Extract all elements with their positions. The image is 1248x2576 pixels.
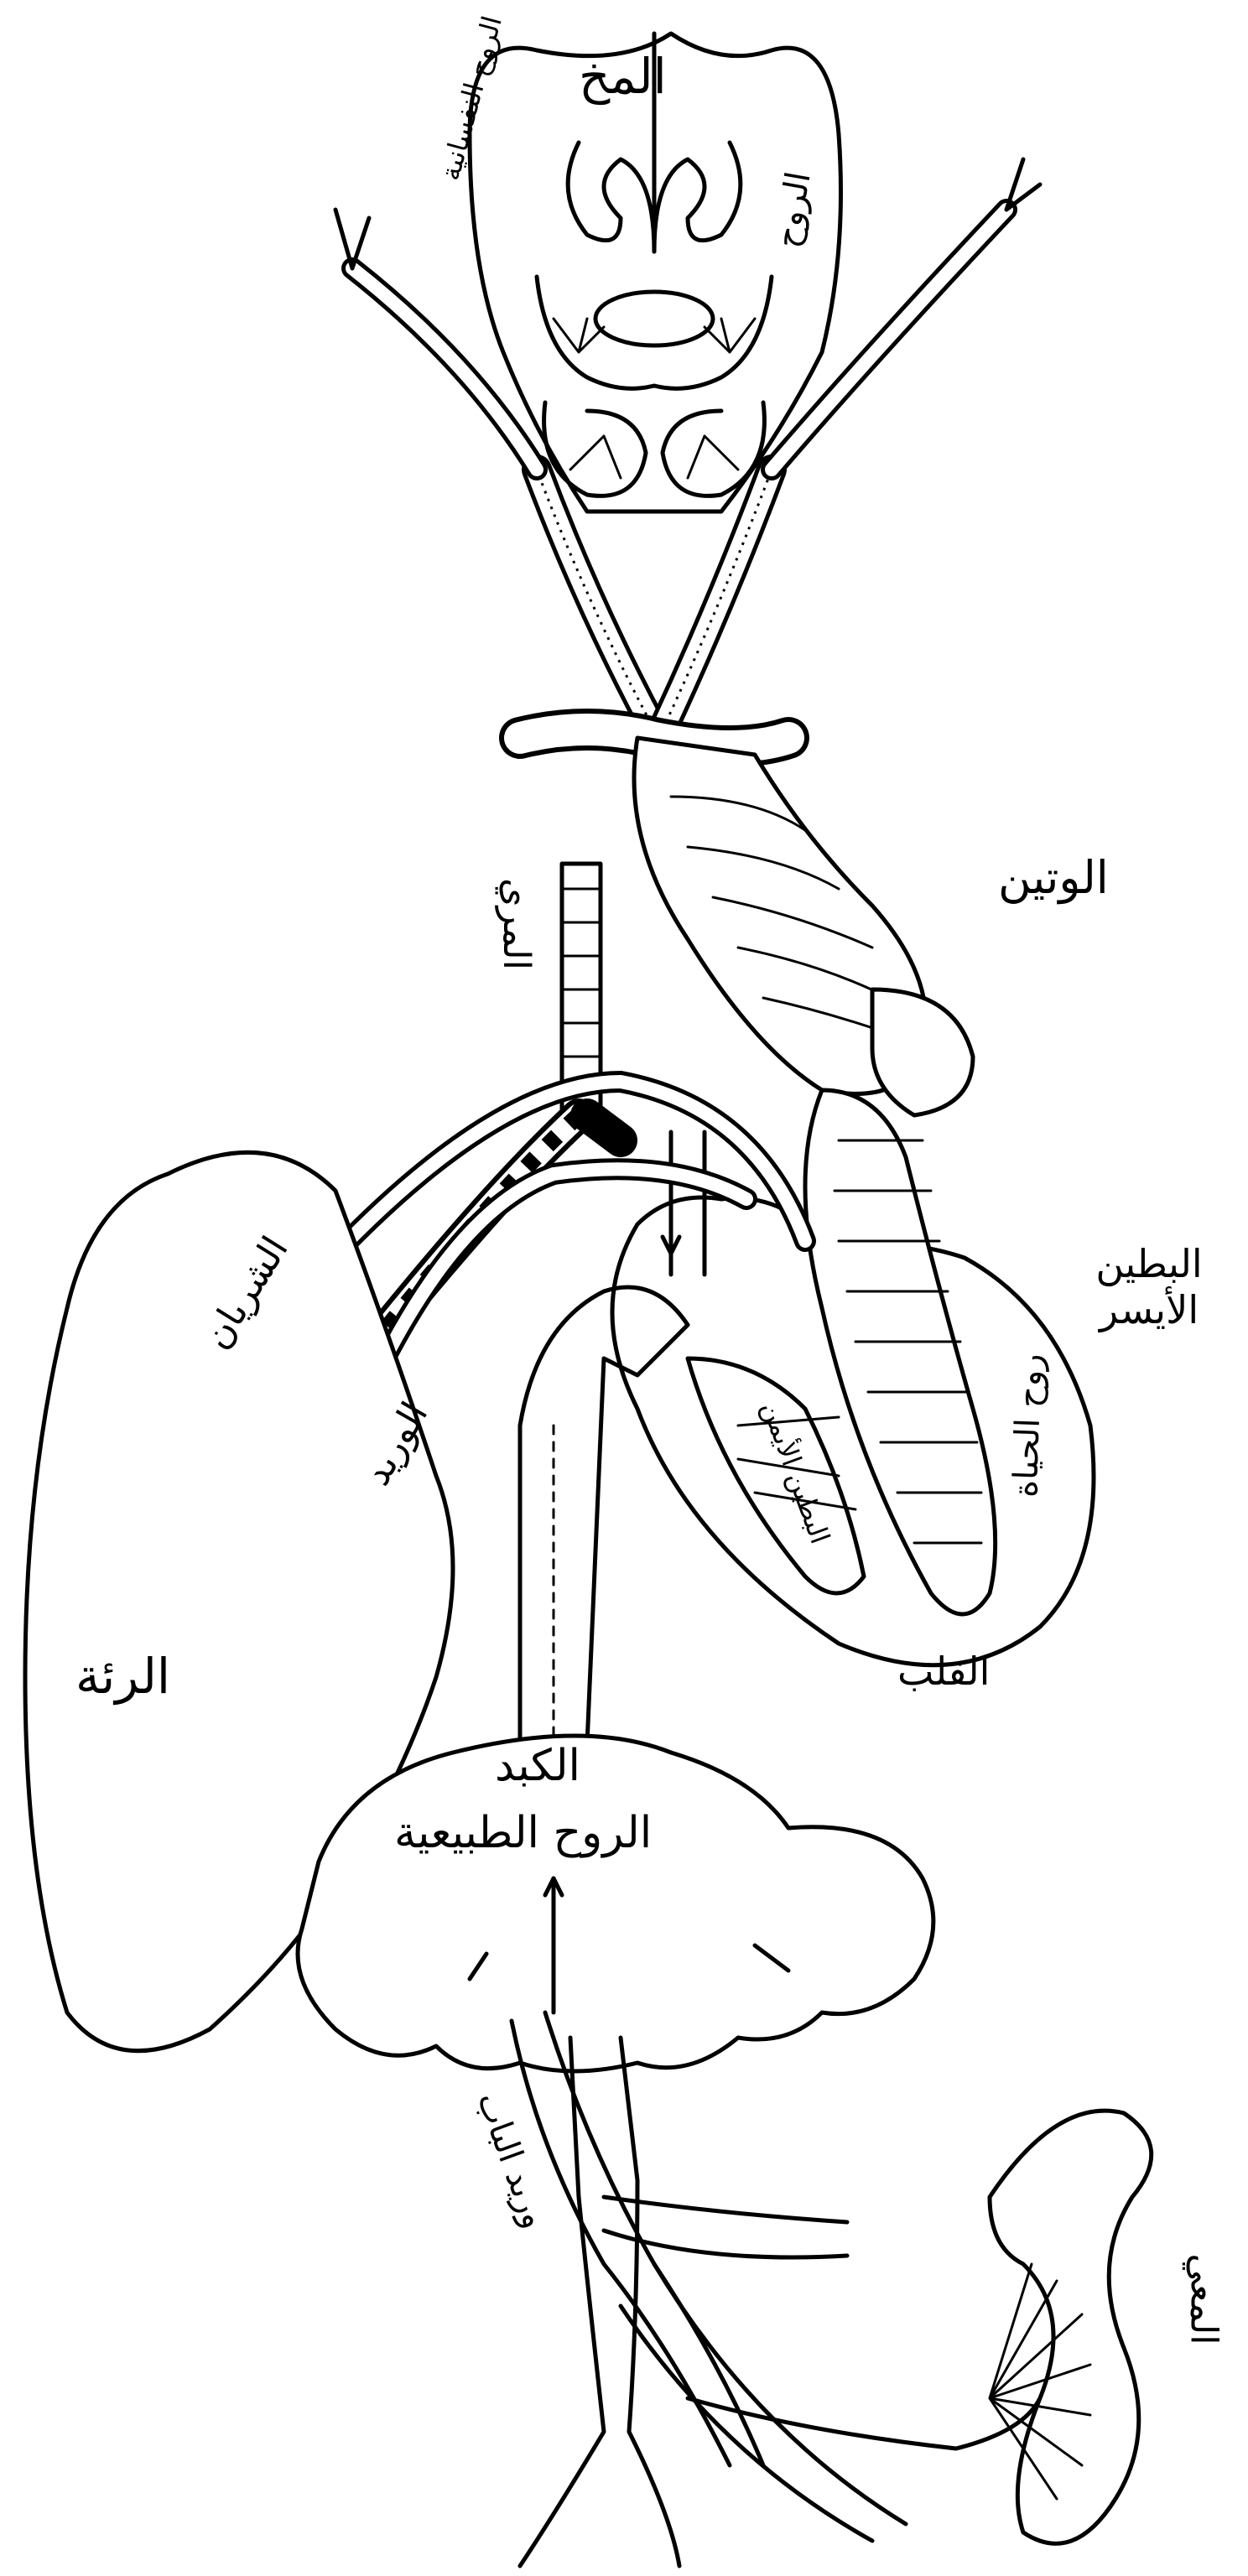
label-lung: الرئة [75, 1652, 170, 1701]
intestine [990, 2111, 1152, 2543]
label-natural-spirit: الروح الطبيعية [394, 1811, 652, 1855]
label-vital-spirit: روح الحياة [1009, 1353, 1048, 1498]
label-trachea: المري [497, 878, 534, 970]
label-left-ventricle: البطين الأيسر [1057, 1241, 1241, 1333]
label-liver: الكبد [495, 1744, 580, 1788]
label-intestine: المعي [1184, 2254, 1221, 2345]
label-heart: القلب [897, 1652, 990, 1690]
portal-and-lower-vessels [512, 2012, 1040, 2566]
liver [298, 1736, 933, 2071]
label-brain: المخ [579, 52, 667, 101]
label-aorta: الوتين [998, 855, 1109, 901]
